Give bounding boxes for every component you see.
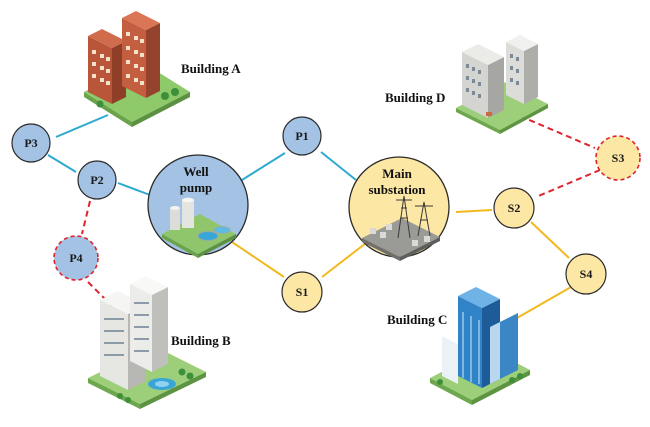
link-p2-wellpump (117, 182, 151, 196)
node-s1[interactable]: S1 (281, 271, 323, 313)
building-c-illustration (430, 287, 530, 405)
link-p2-p4-failed (81, 200, 91, 235)
link-s2-s4 (530, 221, 570, 259)
building-d-label: Building D (385, 90, 445, 105)
node-p3-label: P3 (24, 136, 37, 150)
well-pump-hub: Well pump (147, 154, 249, 258)
link-buildingD-s3-failed (519, 115, 596, 149)
building-c-label: Building C (387, 312, 447, 327)
node-s2[interactable]: S2 (493, 187, 535, 229)
link-p1-substation (320, 151, 357, 181)
node-p2[interactable]: P2 (77, 160, 117, 200)
links (47, 114, 601, 319)
building-d-illustration (456, 35, 548, 134)
node-p1[interactable]: P1 (282, 116, 322, 156)
link-s3-s2-failed (535, 169, 601, 198)
node-s1-label: S1 (296, 285, 309, 299)
node-p3[interactable]: P3 (11, 123, 51, 163)
node-s3-label: S3 (612, 151, 625, 165)
building-b-illustration (88, 276, 206, 409)
node-s3-failed[interactable]: S3 (595, 135, 641, 181)
substation-label-line2: substation (368, 182, 426, 197)
main-substation-hub: Main substation (348, 156, 450, 261)
link-s1-substation (321, 242, 367, 278)
link-wellpump-p1 (241, 152, 286, 181)
building-a-label: Building A (181, 61, 241, 76)
link-buildingA-p3 (55, 114, 109, 138)
substation-label-line1: Main (382, 166, 412, 181)
node-s4-label: S4 (580, 267, 593, 281)
link-p4-buildingB-failed (87, 281, 113, 307)
node-p4-failed[interactable]: P4 (53, 235, 99, 281)
node-p2-label: P2 (90, 173, 103, 187)
link-wellpump-s1 (231, 241, 285, 278)
link-s4-buildingC (516, 286, 572, 319)
building-b-label: Building B (171, 333, 231, 348)
link-p3-p2 (47, 154, 77, 173)
link-substation-s2 (455, 209, 493, 213)
node-p1-label: P1 (295, 129, 308, 143)
building-a-illustration (84, 11, 190, 127)
node-s2-label: S2 (508, 201, 521, 215)
node-s4[interactable]: S4 (565, 253, 607, 295)
well-pump-label-line1: Well (183, 164, 209, 179)
node-p4-label: P4 (69, 251, 82, 265)
well-pump-label-line2: pump (180, 180, 213, 195)
